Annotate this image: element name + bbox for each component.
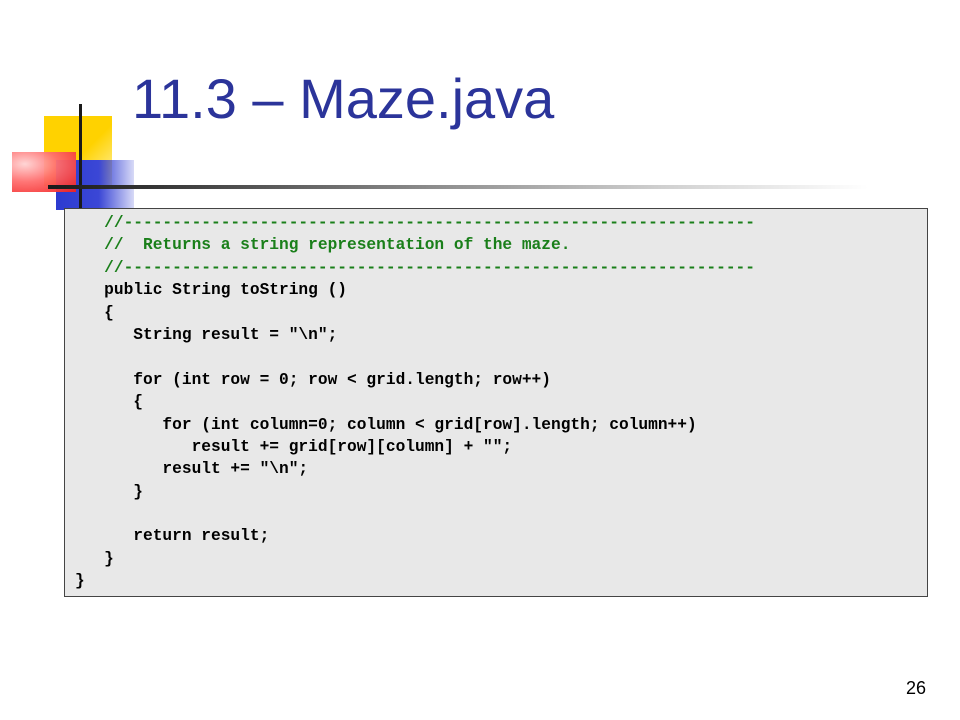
code-line: } [75,549,114,568]
code-line [75,503,755,525]
title-underline [48,185,868,189]
slide-title: 11.3 – Maze.java [132,67,555,130]
code-line: result += "\n"; [75,460,309,479]
code-line: { [75,393,143,412]
code-line: { [75,303,114,322]
code-line: for (int column=0; column < grid[row].le… [75,415,697,434]
code-line: } [75,482,143,501]
logo-vertical-line [79,104,82,210]
code-comment-line: // Returns a string representation of th… [75,236,571,255]
code-block: //--------------------------------------… [64,208,928,597]
code-line: for (int row = 0; row < grid.length; row… [75,370,551,389]
page-number: 26 [906,678,927,698]
code-line: String result = "\n"; [75,325,338,344]
code-comment-line: //--------------------------------------… [75,258,755,277]
code-line: } [75,572,85,591]
code-listing: //--------------------------------------… [75,212,755,593]
code-line: return result; [75,527,270,546]
code-line: public String toString () [75,281,347,300]
code-line [75,346,755,368]
code-comment-line: //--------------------------------------… [75,214,755,232]
code-line: result += grid[row][column] + ""; [75,437,513,456]
